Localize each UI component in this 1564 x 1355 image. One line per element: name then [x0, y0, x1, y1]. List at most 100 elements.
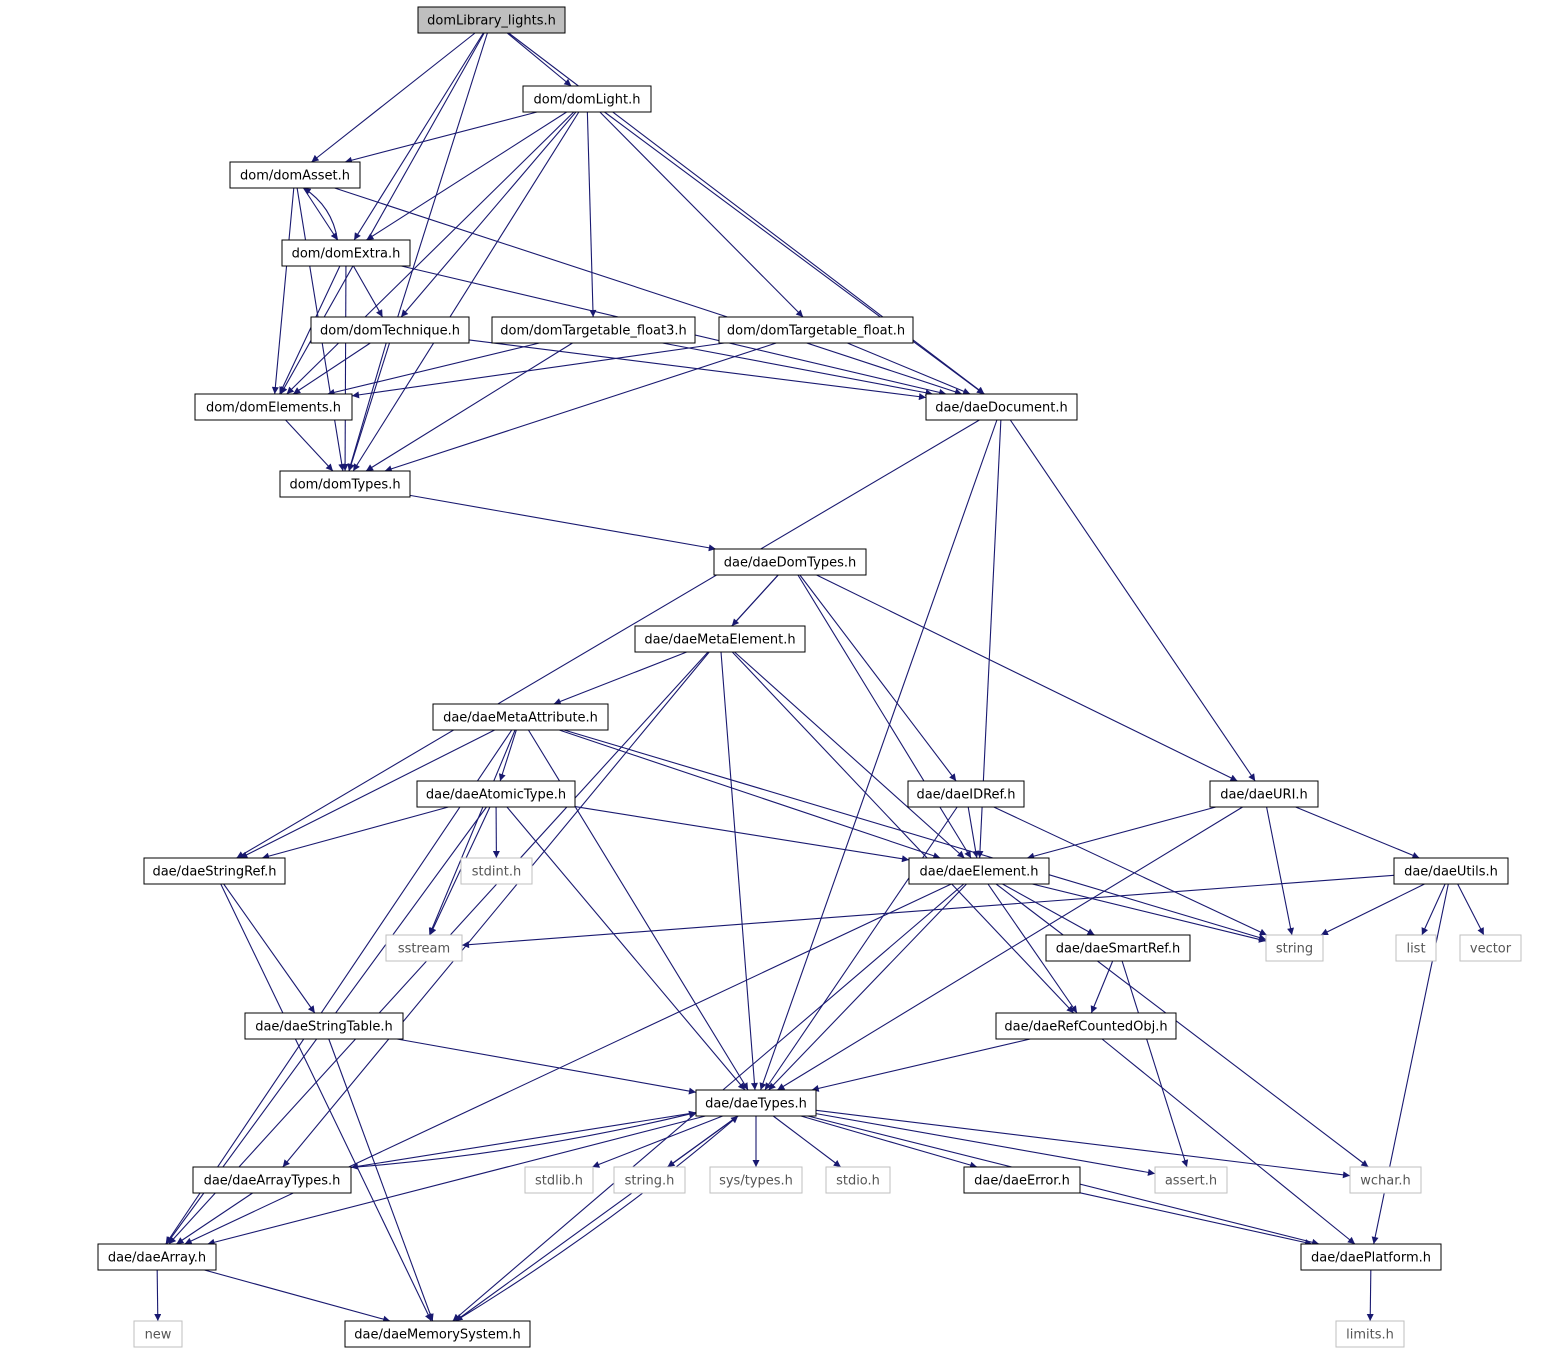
edge-daeRefCountedObj-to-daePlatform — [1101, 1038, 1356, 1245]
edge-daeUtils-to-vector — [1457, 883, 1485, 936]
edge-daeURI-to-daeTypes — [777, 806, 1243, 1091]
node-box-daeDocument — [925, 393, 1078, 421]
node-stdint: stdint.h — [460, 857, 533, 885]
node-box-systypes — [709, 1166, 803, 1194]
node-label-daeArray: dae/daeArray.h — [108, 1251, 206, 1266]
node-label-daeSmartRef: dae/daeSmartRef.h — [1056, 942, 1181, 957]
edge-daeMetaAttribute-to-string — [563, 729, 1267, 941]
node-box-stdint — [460, 857, 533, 885]
edge-daeURI-to-daeUtils — [1295, 806, 1420, 859]
node-label-domTargetable_float: dom/domTargetable_float.h — [727, 324, 905, 339]
edge-daeDomTypes-to-daeURI — [816, 574, 1238, 782]
node-label-stringh: string.h — [625, 1174, 675, 1189]
node-daeMetaElement[interactable]: dae/daeMetaElement.h — [634, 625, 806, 653]
node-stdio: stdio.h — [825, 1166, 891, 1194]
node-root[interactable]: domLibrary_lights.h — [417, 6, 566, 34]
edge-daePlatform-to-limits — [1366, 1269, 1374, 1322]
node-label-daeStringRef: dae/daeStringRef.h — [152, 865, 276, 880]
node-daeRefCountedObj[interactable]: dae/daeRefCountedObj.h — [995, 1012, 1177, 1040]
edge-domLight-to-domTargetable_float — [599, 111, 804, 318]
edge-daeMetaAttribute-to-daeAtomicType — [498, 729, 517, 782]
node-wchar: wchar.h — [1349, 1166, 1422, 1194]
node-domTechnique[interactable]: dom/domTechnique.h — [310, 316, 470, 344]
node-domTargetable_float3[interactable]: dom/domTargetable_float3.h — [491, 316, 696, 344]
node-daeArray[interactable]: dae/daeArray.h — [97, 1243, 217, 1271]
node-domExtra[interactable]: dom/domExtra.h — [281, 239, 411, 267]
node-domTargetable_float[interactable]: dom/domTargetable_float.h — [718, 316, 914, 344]
node-label-daeIDRef: dae/daeIDRef.h — [916, 788, 1015, 803]
edge-domLight-to-domAsset — [344, 111, 538, 164]
node-daeDomTypes[interactable]: dae/daeDomTypes.h — [713, 548, 867, 576]
node-daeStringRef[interactable]: dae/daeStringRef.h — [143, 857, 286, 885]
node-label-daeElement: dae/daeElement.h — [919, 865, 1038, 880]
edge-daeElement-to-daeRefCountedObj — [987, 883, 1078, 1014]
node-daeUtils[interactable]: dae/daeUtils.h — [1393, 857, 1509, 885]
node-label-assert: assert.h — [1165, 1174, 1217, 1189]
node-daeSmartRef[interactable]: dae/daeSmartRef.h — [1045, 934, 1191, 962]
node-daeArrayTypes[interactable]: dae/daeArrayTypes.h — [192, 1166, 352, 1194]
node-label-domExtra: dom/domExtra.h — [292, 247, 401, 262]
edge-daeTypes-to-daeMemorySystem — [455, 1115, 739, 1322]
node-daeMetaAttribute[interactable]: dae/daeMetaAttribute.h — [432, 703, 609, 731]
node-label-daePlatform: dae/daePlatform.h — [1311, 1251, 1431, 1266]
node-label-wchar: wchar.h — [1360, 1174, 1411, 1189]
node-box-stdlib — [524, 1166, 594, 1194]
node-label-daeDomTypes: dae/daeDomTypes.h — [724, 556, 856, 571]
node-systypes: sys/types.h — [709, 1166, 803, 1194]
edge-daeArray-to-new — [154, 1269, 162, 1322]
edge-daeRefCountedObj-to-daeTypes — [811, 1038, 1031, 1092]
node-box-domTechnique — [310, 316, 470, 344]
edge-daeMetaElement-to-daeElement — [734, 651, 965, 859]
edge-daeURI-to-daeElement — [1026, 806, 1217, 860]
edge-daeTypes-to-daeArrayTypes — [350, 1112, 697, 1170]
node-label-domTypes: dom/domTypes.h — [289, 478, 400, 493]
edges-layer — [154, 32, 1485, 1323]
node-box-domTargetable_float — [718, 316, 914, 344]
node-label-domElements: dom/domElements.h — [206, 401, 341, 416]
node-box-stringh — [613, 1166, 686, 1194]
edge-daeURI-to-string — [1266, 806, 1295, 936]
edge-domAsset-to-daeDocument — [334, 187, 963, 396]
node-label-daeURI: dae/daeURI.h — [1220, 788, 1308, 803]
edge-domElements-to-domTypes — [285, 419, 334, 472]
node-box-daeStringRef — [143, 857, 286, 885]
edge-daeTypes-to-stdio — [772, 1115, 842, 1168]
node-domElements[interactable]: dom/domElements.h — [194, 393, 353, 421]
node-domLight[interactable]: dom/domLight.h — [522, 85, 652, 113]
edge-daeTypes-to-wchar — [815, 1109, 1351, 1179]
node-daeStringTable[interactable]: dae/daeStringTable.h — [244, 1012, 404, 1040]
node-box-daeElement — [908, 857, 1050, 885]
node-label-root: domLibrary_lights.h — [427, 14, 556, 29]
edge-domLight-to-domTechnique — [400, 111, 577, 318]
node-daeAtomicType[interactable]: dae/daeAtomicType.h — [416, 780, 576, 808]
node-daePlatform[interactable]: dae/daePlatform.h — [1300, 1243, 1442, 1271]
node-domAsset[interactable]: dom/domAsset.h — [229, 161, 361, 189]
edge-daeDomTypes-to-daeArray — [168, 574, 779, 1245]
node-daeError[interactable]: dae/daeError.h — [963, 1166, 1081, 1194]
edge-domLight-to-domExtra — [366, 111, 567, 241]
edge-daeSmartRef-to-daeRefCountedObj — [1090, 960, 1114, 1014]
edge-domTargetable_float3-to-daeDocument — [662, 342, 933, 397]
node-daeMemorySystem[interactable]: dae/daeMemorySystem.h — [344, 1320, 531, 1348]
node-box-daeArrayTypes — [192, 1166, 352, 1194]
edge-daeStringRef-to-daeMemorySystem — [220, 883, 432, 1322]
node-vector: vector — [1459, 934, 1522, 962]
node-daeDocument[interactable]: dae/daeDocument.h — [925, 393, 1078, 421]
node-daeTypes[interactable]: dae/daeTypes.h — [695, 1089, 817, 1117]
node-box-limits — [1335, 1320, 1405, 1348]
node-daeIDRef[interactable]: dae/daeIDRef.h — [907, 780, 1025, 808]
node-box-daeDomTypes — [713, 548, 867, 576]
edge-daeArrayTypes-to-daeArray — [176, 1192, 253, 1245]
edge-daeDomTypes-to-daeMetaElement — [731, 574, 779, 627]
node-box-domElements — [194, 393, 353, 421]
node-box-daeMetaElement — [634, 625, 806, 653]
node-box-domTargetable_float3 — [491, 316, 696, 344]
node-box-daeUtils — [1393, 857, 1509, 885]
node-domTypes[interactable]: dom/domTypes.h — [279, 470, 411, 498]
node-box-daeRefCountedObj — [995, 1012, 1177, 1040]
node-daeElement[interactable]: dae/daeElement.h — [908, 857, 1050, 885]
node-daeURI[interactable]: dae/daeURI.h — [1209, 780, 1319, 808]
node-label-systypes: sys/types.h — [719, 1174, 793, 1189]
edge-daeDocument-to-daeURI — [1009, 419, 1256, 782]
node-box-daeArray — [97, 1243, 217, 1271]
